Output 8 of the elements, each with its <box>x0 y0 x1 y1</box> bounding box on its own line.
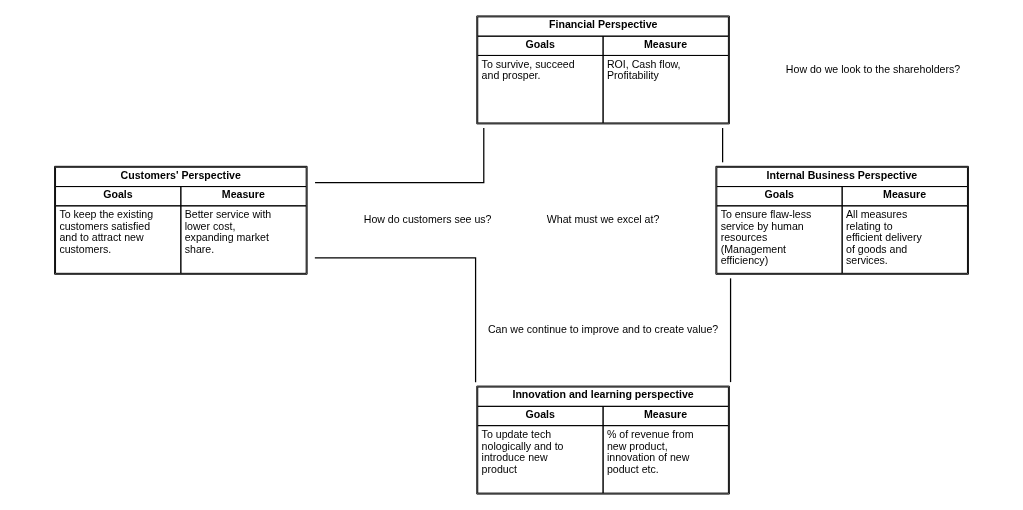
connector <box>722 127 724 163</box>
connector <box>729 277 732 383</box>
label: Can we continue to improve and to create value? <box>487 322 719 335</box>
connector <box>314 127 485 184</box>
label: How do customers see us? <box>363 213 492 225</box>
connector <box>314 257 477 383</box>
label: What must we excel at? <box>546 213 660 225</box>
label: How do we look to the shareholders? <box>785 62 961 75</box>
